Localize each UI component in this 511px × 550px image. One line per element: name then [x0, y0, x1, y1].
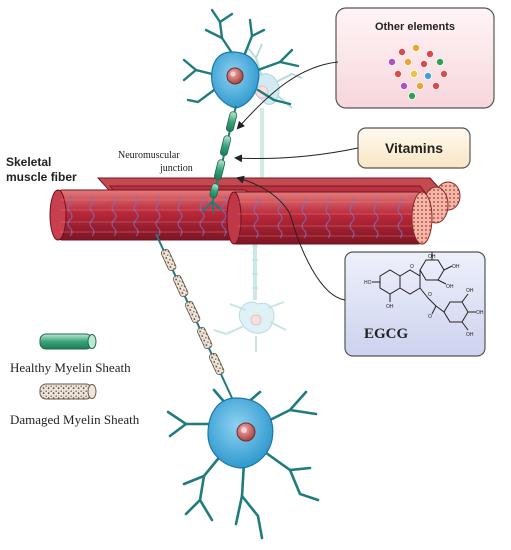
svg-text:OH: OH: [446, 284, 454, 290]
muscle-fiber-left: [49, 189, 249, 241]
element-dot: [411, 44, 420, 53]
other-elements-box: Other elements: [335, 7, 495, 109]
upper-neuron-dendrites: [182, 8, 300, 106]
element-dot: [387, 58, 396, 67]
svg-text:OH: OH: [466, 288, 474, 294]
svg-text:OH: OH: [386, 304, 394, 310]
svg-text:OH: OH: [466, 332, 474, 338]
element-dot: [431, 82, 440, 91]
legend-healthy-myelin: Healthy Myelin Sheath: [10, 333, 131, 375]
svg-text:OH: OH: [476, 310, 484, 316]
legend-damaged-label: Damaged Myelin Sheath: [10, 412, 140, 427]
egcg-label: EGCG: [364, 326, 409, 342]
legend-damaged-myelin: Damaged Myelin Sheath: [10, 383, 140, 427]
other-elements-label: Other elements: [375, 21, 455, 33]
muscle-fiber-right: [226, 191, 433, 245]
egcg-atom-labels: HO OH OH OH OH O O O OH OH OH: [364, 254, 484, 338]
junction-label-line1: Neuromuscular: [118, 150, 180, 161]
element-dot: [393, 70, 402, 79]
element-dot: [425, 50, 434, 59]
egcg-box: HO OH OH OH OH O O O OH OH OH EGCG: [344, 251, 486, 357]
neuromuscular-junction-terminals: [201, 201, 223, 215]
element-dot: [415, 82, 424, 91]
svg-text:O: O: [428, 292, 432, 298]
upper-neuron-nucleus: [226, 67, 244, 85]
arrow-other-elements: [236, 61, 339, 130]
svg-text:O: O: [428, 314, 432, 320]
faded-lower-neuron: [213, 236, 287, 352]
muscle-fiber-label-line1: Skeletal: [6, 155, 51, 169]
pointer-arrows: [234, 61, 359, 301]
legend: Healthy Myelin Sheath Damaged Myelin She…: [10, 333, 140, 427]
lower-damaged-neuron: [155, 233, 320, 540]
egcg-molecule-structure: [372, 252, 476, 331]
element-dot: [423, 72, 432, 81]
muscle-fiber-label-line2: muscle fiber: [6, 170, 77, 184]
svg-text:O: O: [410, 264, 414, 270]
upper-healthy-neuron: [182, 8, 300, 215]
element-dot: [407, 92, 416, 101]
element-dot: [397, 48, 406, 57]
element-dot: [419, 60, 428, 69]
muscle-fiber-bundle: [49, 177, 461, 245]
element-dot: [409, 70, 418, 79]
upper-neuron-axon: [201, 105, 238, 215]
damaged-myelin-segments: [160, 248, 225, 376]
svg-text:OH: OH: [452, 264, 460, 270]
vitamins-box: Vitamins: [357, 127, 471, 169]
junction-label: Neuromuscular junction: [118, 150, 193, 174]
muscle-fiber-label: Skeletal muscle fiber: [6, 155, 77, 184]
element-dot: [403, 58, 412, 67]
element-dot: [399, 82, 408, 91]
junction-label-line2: junction: [159, 163, 193, 174]
arrow-egcg: [236, 175, 346, 301]
element-dot: [439, 70, 448, 79]
svg-text:HO: HO: [364, 280, 372, 286]
element-dots: [387, 44, 448, 101]
arrow-vitamins: [234, 147, 359, 163]
svg-text:OH: OH: [428, 254, 436, 260]
vitamins-label: Vitamins: [385, 140, 443, 156]
element-dot: [435, 58, 444, 67]
legend-healthy-label: Healthy Myelin Sheath: [10, 360, 131, 375]
